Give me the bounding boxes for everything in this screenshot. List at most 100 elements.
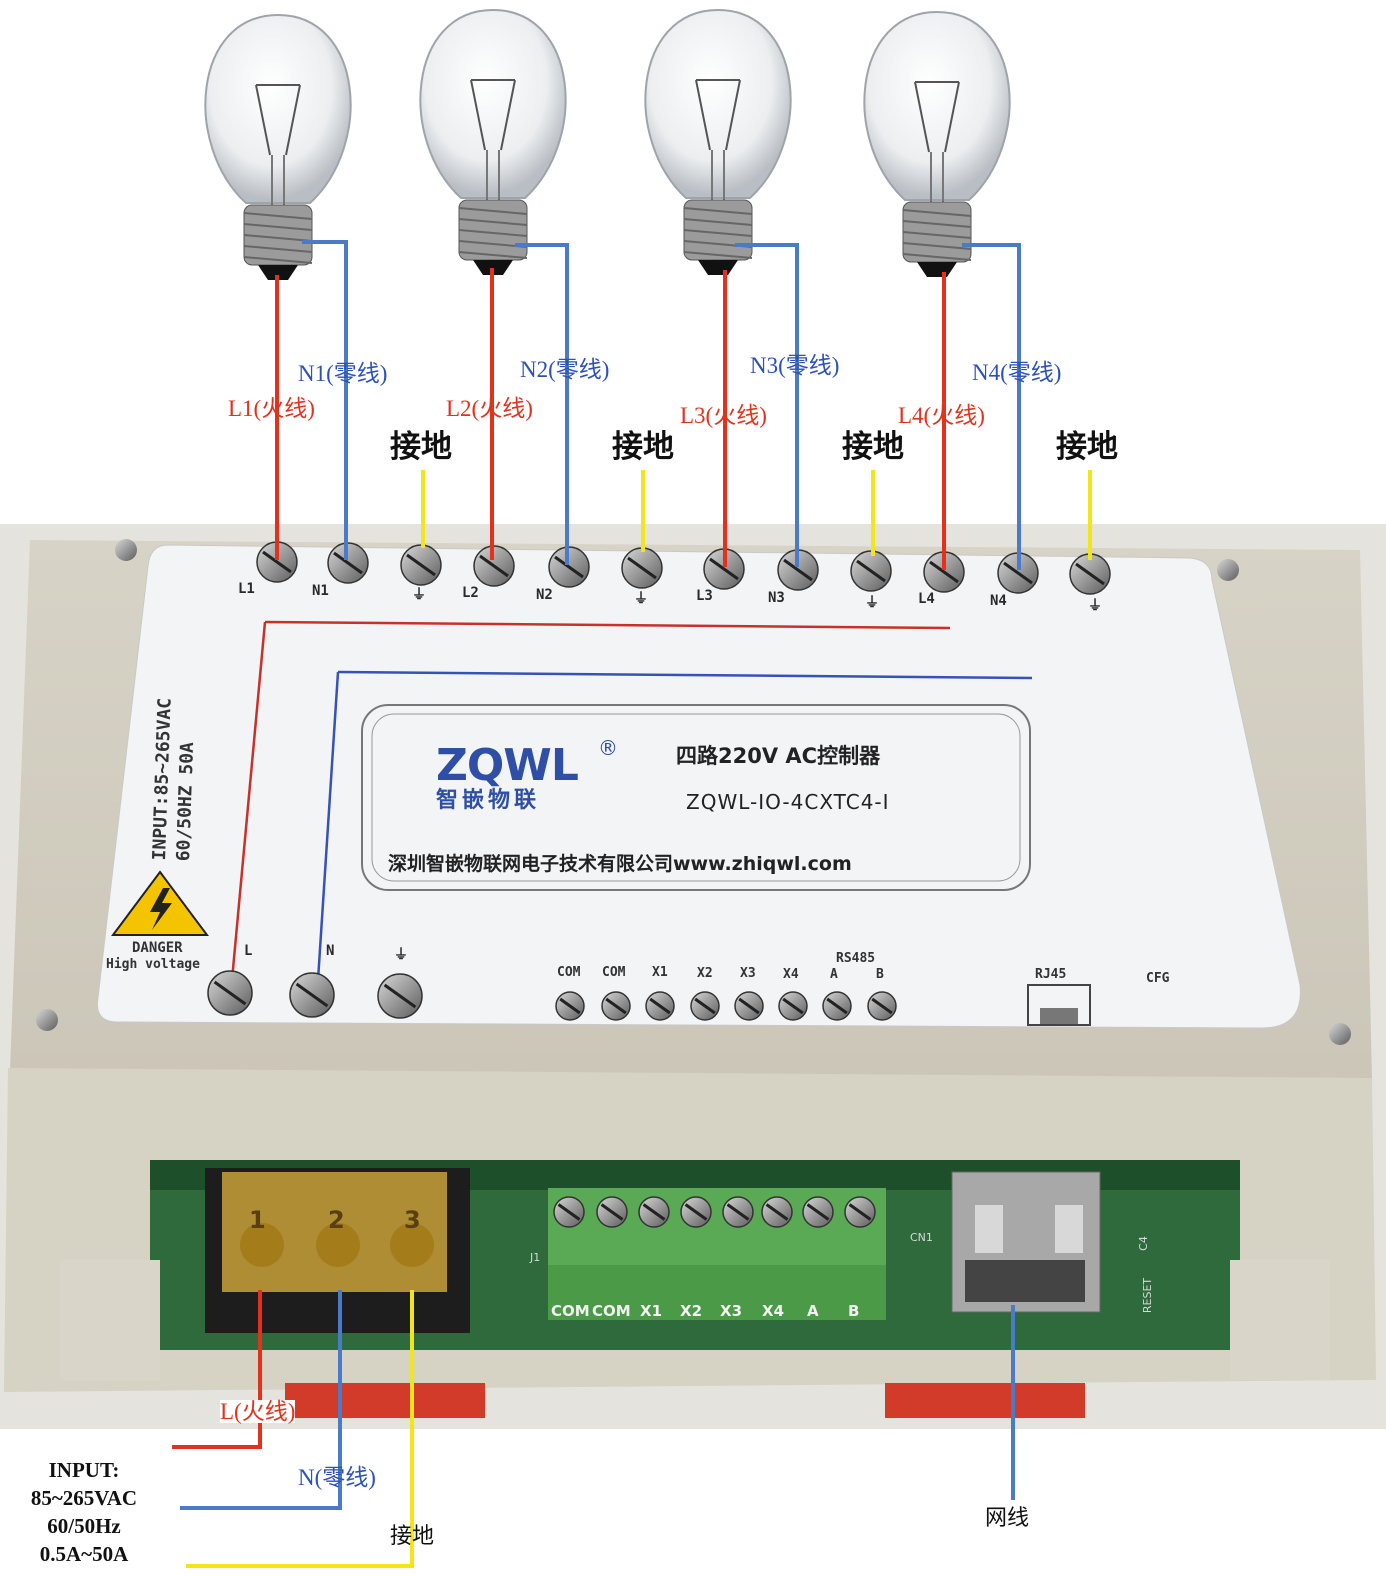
signal-label-com-2: COM <box>602 965 626 980</box>
green-screw-1 <box>553 1196 585 1228</box>
lamps <box>204 8 1011 280</box>
signal-screw-3 <box>645 991 675 1021</box>
terminal-label-l4: L4 <box>918 591 935 607</box>
pcb-label-com-1: COM <box>551 1302 590 1320</box>
company-line: 深圳智嵌物联网电子技术有限公司www.zhiqwl.com <box>388 853 852 875</box>
front-panel <box>96 544 1301 1029</box>
lamp-3-earth-label: 接地 <box>842 429 904 465</box>
power-ground-symbol: ⏚ <box>394 947 408 963</box>
signal-screw-7 <box>822 991 852 1021</box>
bottom-earth-label: 接地 <box>390 1524 435 1549</box>
panel-traces <box>230 620 1033 981</box>
pcb-label-b: B <box>848 1302 860 1320</box>
pcb-label-com-2: COM <box>592 1302 631 1320</box>
signal-label-a: A <box>830 967 838 982</box>
terminal-label-n1: N1 <box>312 583 329 599</box>
bottom-live-label: L(火线) <box>220 1399 296 1424</box>
pcb-reset-label: RESET <box>1141 1277 1155 1314</box>
rj45-port-icon <box>1027 984 1091 1026</box>
signal-screw-6 <box>778 991 808 1021</box>
green-screw-4 <box>680 1196 712 1228</box>
lamp-2-earth-label: 接地 <box>612 429 674 465</box>
registered-mark: ® <box>598 736 618 760</box>
high-voltage-label: High voltage <box>106 957 200 972</box>
ground-symbol-3: ⏚ <box>865 595 879 611</box>
power-screw-1 <box>207 970 253 1016</box>
bottom-neutral-label: N(零线) <box>298 1465 376 1490</box>
lamp-3 <box>644 8 792 275</box>
lamp-3-neutral-label: N3(零线) <box>750 353 840 378</box>
pcb-terminal-number-3: 3 <box>404 1206 421 1234</box>
cfg-label: CFG <box>1146 971 1170 986</box>
green-screw-3 <box>638 1196 670 1228</box>
lamp-2-live-label: L2(火线) <box>446 396 533 421</box>
input-spec-block: INPUT: 85~265VAC 60/50Hz 0.5A~50A <box>14 1456 154 1568</box>
signal-terminal-row <box>555 991 897 1021</box>
network-cable-label: 网线 <box>985 1506 1030 1531</box>
pcb-label-a: A <box>807 1302 819 1320</box>
power-screw-3 <box>377 973 423 1019</box>
pcb-c4-label: C4 <box>1136 1236 1150 1251</box>
input-spec-line-1: INPUT: <box>48 1458 120 1482</box>
pcb-cn1-label: CN1 <box>910 1231 933 1244</box>
power-terminal-label-n: N <box>326 943 335 959</box>
top-screw-11 <box>997 552 1039 594</box>
rj45-label: RJ45 <box>1035 967 1067 982</box>
input-spec-line-2: 85~265VAC <box>30 1486 138 1510</box>
ground-symbol-1: ⏚ <box>412 587 426 603</box>
power-terminal-label-l: L <box>244 943 253 959</box>
pcb-label-x3: X3 <box>720 1302 743 1320</box>
power-screw-2 <box>289 972 335 1018</box>
signal-label-com-1: COM <box>557 965 581 980</box>
signal-screw-4 <box>690 991 720 1021</box>
lamp-1 <box>204 13 352 280</box>
ground-symbol-2: ⏚ <box>634 591 648 607</box>
input-spec-line-3: 60/50Hz <box>47 1514 121 1538</box>
danger-label: DANGER <box>132 940 183 956</box>
lamp-4-live-label: L4(火线) <box>898 403 985 428</box>
green-screw-5 <box>722 1196 754 1228</box>
lamp-2-neutral-label: N2(零线) <box>520 357 610 382</box>
green-screw-6 <box>761 1196 793 1228</box>
pcb-label-x2: X2 <box>680 1302 703 1320</box>
signal-screw-2 <box>601 991 631 1021</box>
top-screw-3 <box>400 544 442 586</box>
green-terminal-screws <box>553 1196 876 1228</box>
top-screw-6 <box>621 547 663 589</box>
signal-label-x1: X1 <box>652 965 668 980</box>
terminal-label-l1: L1 <box>238 581 255 597</box>
power-terminal-block <box>205 1168 470 1333</box>
lamp-1-live-label: L1(火线) <box>228 396 315 421</box>
green-screw-8 <box>844 1196 876 1228</box>
power-terminal-row <box>207 970 423 1019</box>
brand-logo: ZQWL <box>436 740 579 791</box>
input-rating-panel: INPUT:85~265VAC 60/50HZ 50A <box>148 698 202 862</box>
terminal-label-n4: N4 <box>990 593 1007 609</box>
top-screw-9 <box>850 550 892 592</box>
signal-label-b: B <box>876 967 884 982</box>
pcb-j1-label: J1 <box>530 1251 541 1264</box>
pcb-label-x1: X1 <box>640 1302 663 1320</box>
lamp-1-neutral-label: N1(零线) <box>298 361 388 386</box>
product-box <box>361 704 1031 891</box>
lamp-4-earth-label: 接地 <box>1056 429 1118 465</box>
pcb-terminal-number-1: 1 <box>249 1206 266 1234</box>
lamp-4-neutral-label: N4(零线) <box>972 360 1062 385</box>
terminal-label-n2: N2 <box>536 587 553 603</box>
ethernet-jack <box>951 1171 1101 1313</box>
top-screw-2 <box>327 542 369 584</box>
danger-icon <box>111 870 209 936</box>
terminal-label-l3: L3 <box>696 588 713 604</box>
green-screw-7 <box>802 1196 834 1228</box>
lamp-2 <box>419 8 567 275</box>
green-screw-2 <box>596 1196 628 1228</box>
ground-symbol-4: ⏚ <box>1088 598 1102 614</box>
wires <box>172 240 1092 1568</box>
terminal-label-n3: N3 <box>768 590 785 606</box>
model-number: ZQWL-IO-4CXTC4-I <box>686 790 890 814</box>
product-name: 四路220V AC控制器 <box>676 744 881 768</box>
signal-screw-5 <box>734 991 764 1021</box>
terminal-label-l2: L2 <box>462 585 479 601</box>
